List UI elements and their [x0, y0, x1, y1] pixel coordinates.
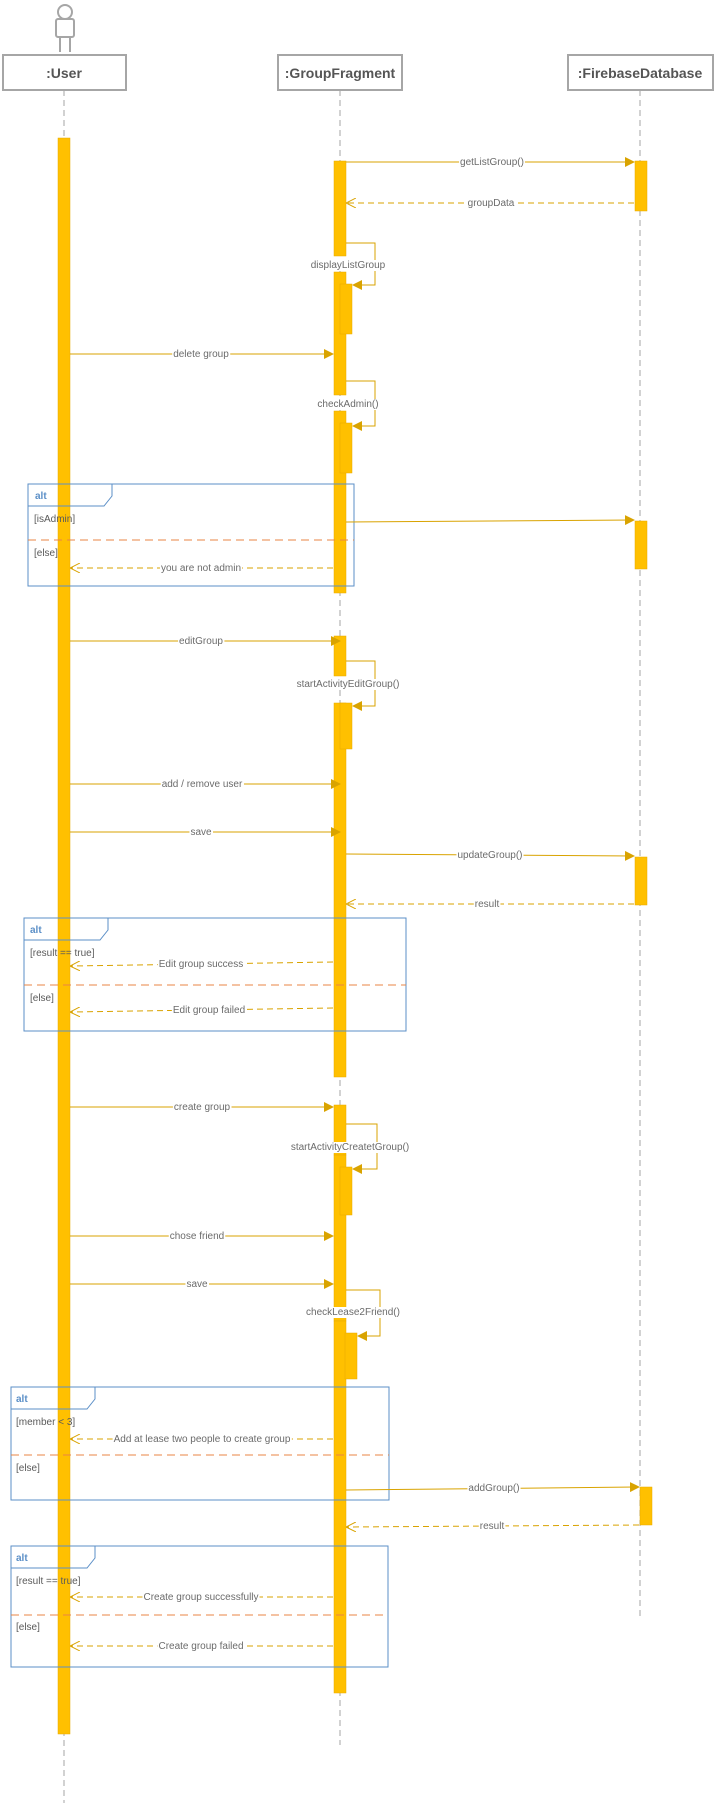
alt-frame-edit-result: alt [result == true] [else]	[23, 917, 407, 1032]
activation-group-13	[344, 1332, 358, 1380]
alt-guard-result-true: [result == true]	[30, 948, 95, 959]
message-label-background	[473, 899, 501, 910]
activation-group-3	[339, 283, 353, 335]
activation-user	[57, 137, 71, 1735]
message-label-background	[159, 563, 243, 574]
alt-guard-else: [else]	[34, 548, 58, 559]
message-label-background	[172, 349, 231, 360]
message-label-background	[289, 1142, 411, 1153]
message-label-background	[467, 1483, 521, 1494]
message-label-display-list-group: displayListGroup	[311, 260, 386, 271]
message-label-background	[142, 1592, 260, 1603]
participant-group-fragment[interactable]: :GroupFragment	[277, 54, 403, 91]
message-label-edit-group: editGroup	[179, 636, 223, 647]
activation-firebase-1	[634, 160, 648, 212]
message-label-background	[168, 1231, 226, 1242]
message-label-background	[309, 260, 387, 271]
message-label-add-result: result	[480, 1521, 505, 1532]
alt-keyword: alt	[30, 925, 42, 936]
alt-guard-member-less-3: [member < 3]	[16, 1417, 75, 1428]
messages	[70, 157, 640, 1646]
message-label-background	[172, 1102, 232, 1113]
message-label-background	[189, 827, 213, 838]
message-label-background	[157, 959, 245, 970]
activation-bars	[57, 137, 653, 1735]
message-label-get-list-group: getListGroup()	[460, 157, 524, 168]
message-label-create-group: create group	[174, 1102, 231, 1113]
activation-group-7	[333, 702, 347, 1078]
message-label-check-admin: checkAdmin()	[317, 399, 378, 410]
participant-firebase-database-label: :FirebaseDatabase	[578, 65, 703, 81]
activation-group-12	[333, 1320, 347, 1694]
message-label-start-edit: startActivityEditGroup()	[297, 679, 400, 690]
message-label-background	[295, 679, 401, 690]
message-label-background	[305, 1307, 401, 1318]
alt-keyword: alt	[16, 1394, 28, 1405]
alt-frame-create-result: alt [result == true] [else]	[10, 1545, 389, 1668]
alt-guard-is-admin: [isAdmin]	[34, 514, 75, 525]
activation-group-8	[339, 702, 353, 750]
message-label-update-result: result	[475, 899, 500, 910]
message-label-check-lease: checkLease2Friend()	[306, 1307, 400, 1318]
message-label-background	[112, 1434, 292, 1445]
activation-firebase-2	[634, 520, 648, 570]
message-label-edit-success: Edit group success	[159, 959, 244, 970]
message-labels: getListGroup() groupData displayListGrou…	[112, 157, 525, 1652]
message-arrow-is-admin-call	[345, 515, 635, 526]
message-label-update-group: updateGroup()	[457, 850, 522, 861]
message-label-background	[171, 1005, 247, 1016]
message-arrow-add-result	[347, 1525, 640, 1527]
activation-group-6	[333, 635, 347, 677]
message-label-background	[456, 850, 524, 861]
participant-user-label: :User	[46, 65, 82, 81]
activation-group-5	[339, 422, 353, 474]
message-label-background	[459, 157, 525, 168]
message-label-add-group: addGroup()	[468, 1483, 519, 1494]
alt-guard-else: [else]	[16, 1622, 40, 1633]
alt-guard-else: [else]	[16, 1463, 40, 1474]
message-label-start-create: startActivityCreatetGroup()	[291, 1142, 409, 1153]
message-label-background	[160, 779, 244, 790]
message-label-background	[478, 1521, 506, 1532]
message-label-background	[466, 198, 516, 209]
message-label-background	[178, 636, 225, 647]
participant-user[interactable]: :User	[2, 54, 127, 91]
alt-guard-else: [else]	[30, 993, 54, 1004]
message-label-add-at-least: Add at lease two people to create group	[114, 1434, 291, 1445]
activation-firebase-3	[634, 856, 648, 906]
message-label-delete-group: delete group	[173, 349, 229, 360]
message-label-background	[316, 399, 380, 410]
alt-guard-result-true: [result == true]	[16, 1576, 81, 1587]
participant-group-fragment-label: :GroupFragment	[285, 65, 396, 81]
message-label-add-remove-user: add / remove user	[162, 779, 243, 790]
alt-keyword: alt	[16, 1553, 28, 1564]
message-label-create-failed: Create group failed	[158, 1641, 243, 1652]
message-label-edit-failed: Edit group failed	[173, 1005, 245, 1016]
message-label-save-create: save	[186, 1279, 208, 1290]
message-label-create-success: Create group successfully	[143, 1592, 258, 1603]
activation-group-1	[333, 160, 347, 257]
participant-firebase-database[interactable]: :FirebaseDatabase	[567, 54, 714, 91]
message-label-group-data: groupData	[468, 198, 515, 209]
activation-group-11	[339, 1166, 353, 1216]
message-label-save-edit: save	[190, 827, 212, 838]
activation-firebase-4	[639, 1486, 653, 1526]
stick-figure-actor-icon	[55, 4, 75, 52]
alt-frame-is-admin: alt [isAdmin] [else]	[27, 483, 355, 587]
alt-keyword: alt	[35, 491, 47, 502]
message-label-background	[185, 1279, 209, 1290]
message-label-not-admin: you are not admin	[161, 563, 241, 574]
message-label-background	[157, 1641, 245, 1652]
message-label-chose-friend: chose friend	[170, 1231, 224, 1242]
alt-frame-member-count: alt [member < 3] [else]	[10, 1386, 390, 1501]
